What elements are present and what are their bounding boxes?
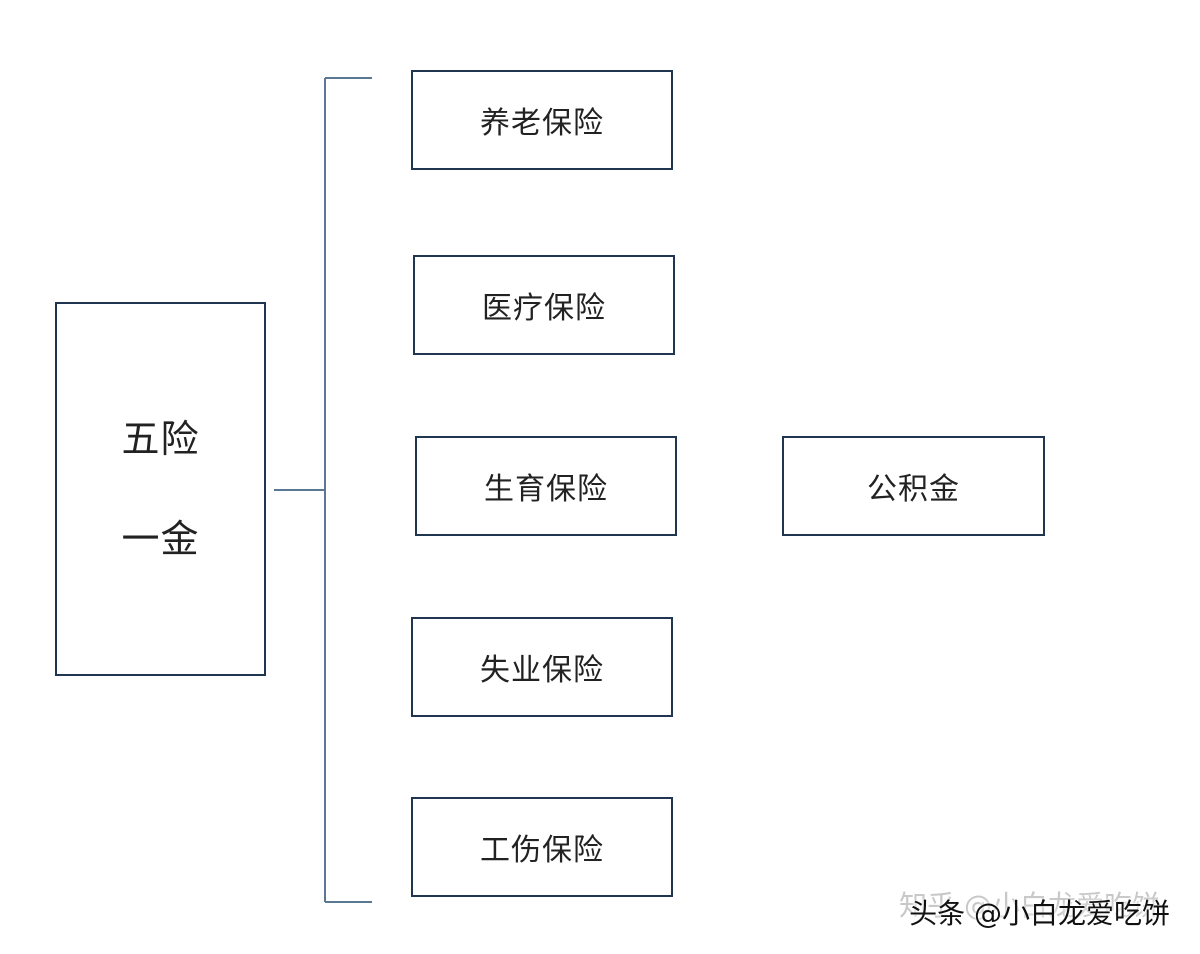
watermark-ghost-text: 知乎 @小白龙爱吃饼 xyxy=(899,889,1160,922)
node-work-injury-insurance: 工伤保险 xyxy=(411,797,673,897)
node-housing-fund-label: 公积金 xyxy=(867,472,960,507)
root-label-line1: 五险 xyxy=(121,417,200,461)
node-housing-fund: 公积金 xyxy=(782,436,1045,536)
node-pension-insurance: 养老保险 xyxy=(411,70,673,170)
root-node-wuxian-yijin: 五险 一金 xyxy=(55,302,266,676)
node-pension-label: 养老保险 xyxy=(480,106,604,141)
node-unemployment-label: 失业保险 xyxy=(480,653,604,688)
node-unemployment-insurance: 失业保险 xyxy=(411,617,673,717)
watermark-text: 头条 @小白龙爱吃饼 xyxy=(909,897,1170,930)
node-maternity-label: 生育保险 xyxy=(484,472,608,507)
node-medical-label: 医疗保险 xyxy=(482,291,606,326)
node-maternity-insurance: 生育保险 xyxy=(415,436,677,536)
node-work-injury-label: 工伤保险 xyxy=(480,833,604,868)
node-medical-insurance: 医疗保险 xyxy=(413,255,675,355)
root-label-line2: 一金 xyxy=(121,517,200,561)
